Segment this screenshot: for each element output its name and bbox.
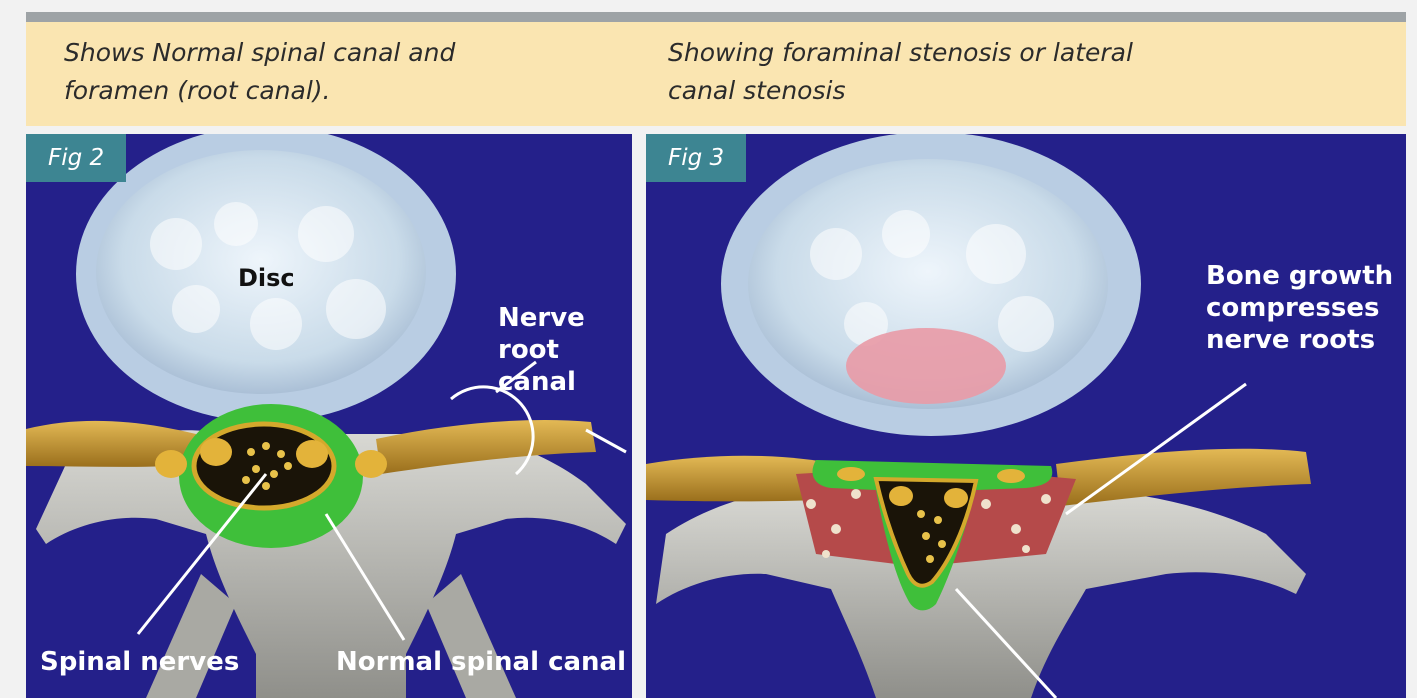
herniation-red xyxy=(846,328,1006,404)
disc-label: Disc xyxy=(238,264,295,292)
fig2-panel: Fig 2 Disc Nerve root canal Spinal nerve… xyxy=(26,134,632,698)
fig2-illustration xyxy=(26,134,632,698)
caption-right: Showing foraminal stenosis or lateral ca… xyxy=(668,34,1268,110)
nerve-root-canal-label: Nerve root canal xyxy=(498,302,632,398)
nerve-root-right xyxy=(1056,449,1311,506)
fig3-tag: Fig 3 xyxy=(646,134,746,182)
fig3-illustration xyxy=(646,134,1406,698)
caption-left: Shows Normal spinal canal and foramen (r… xyxy=(64,34,584,110)
bone-growth-label: Bone growth compresses nerve roots xyxy=(1206,260,1406,356)
top-rule xyxy=(26,12,1406,22)
caption-band: Shows Normal spinal canal and foramen (r… xyxy=(26,22,1406,126)
normal-spinal-canal-label: Normal spinal canal xyxy=(336,646,626,678)
spinal-nerves-label: Spinal nerves xyxy=(40,646,239,678)
fig2-tag: Fig 2 xyxy=(26,134,126,182)
fig3-panel: Fig 3 Bone growth compresses nerve roots xyxy=(646,134,1406,698)
